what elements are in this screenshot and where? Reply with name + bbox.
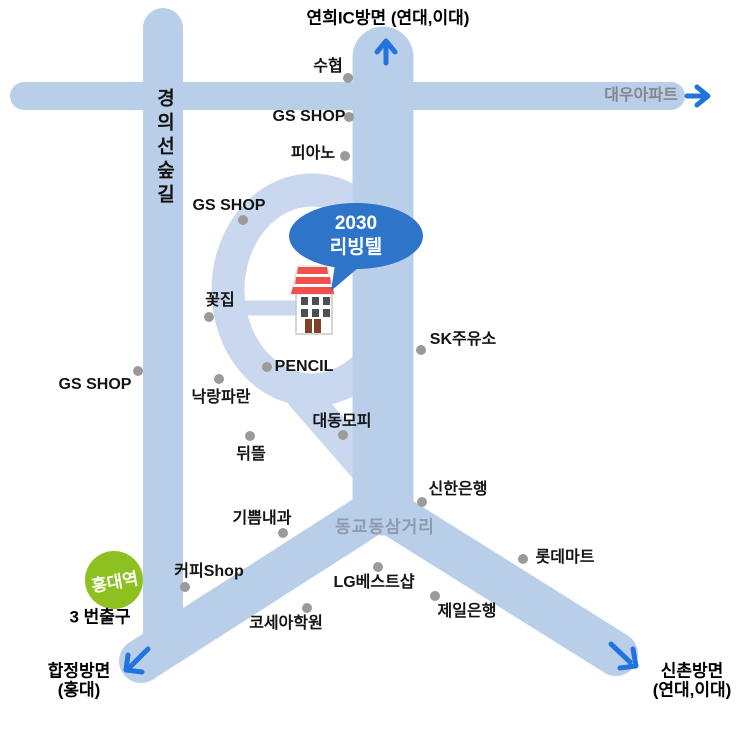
destination-line2: 리빙텔: [329, 237, 383, 258]
poi-label-flower-shop: 꽃집: [205, 292, 235, 310]
poi-dot-lotte-mart: [518, 554, 528, 564]
southeast-line1: 신촌방면: [660, 661, 724, 681]
poi-label-suhyup: 수협: [313, 58, 343, 76]
poi-dot-jeil-bank: [430, 591, 440, 601]
poi-label-piano: 피아노: [290, 145, 336, 163]
house-icon: [290, 265, 335, 335]
southeast-line2: (연대,이대): [652, 680, 732, 699]
poi-dot-daedong-mopi: [338, 430, 348, 440]
direction-east-label: 대우아파트: [604, 87, 678, 105]
destination-balloon-text: 2030 리빙텔: [330, 212, 382, 260]
station-name: 홍대역: [89, 568, 140, 596]
poi-label-gs-shop-top: GS SHOP: [272, 108, 346, 126]
forest-path-road-label: 경의선숲길: [153, 88, 175, 208]
poi-label-gs-shop-mid: GS SHOP: [192, 197, 266, 215]
station-badge: 홍대역: [85, 551, 143, 609]
station-exit-label: 3 번출구: [69, 607, 131, 627]
southeast-road: [364, 488, 638, 676]
poi-label-lg-best-shop: LG베스트샵: [333, 574, 415, 592]
direction-north-label: 연희IC방면 (연대,이대): [306, 8, 470, 28]
poi-dot-shinhan-bank: [417, 497, 427, 507]
arrow-southwest-icon: [123, 646, 151, 675]
poi-label-dwitteul: 뒤뜰: [236, 446, 266, 464]
poi-label-lotte-mart: 롯데마트: [535, 549, 595, 567]
poi-label-coffee-shop: 커피Shop: [174, 563, 244, 581]
southwest-road: [119, 486, 402, 683]
poi-label-gippeum-clinic: 기쁨내과: [232, 510, 292, 528]
poi-dot-coffee-shop: [180, 582, 190, 592]
poi-dot-dwitteul: [245, 431, 255, 441]
poi-label-nakrang-paran: 낙랑파란: [191, 389, 251, 407]
poi-dot-lg-best-shop: [373, 562, 383, 572]
poi-dot-nakrang-paran: [214, 374, 224, 384]
poi-label-shinhan-bank: 신한은행: [428, 481, 488, 499]
arrow-north-icon: [374, 38, 398, 66]
southwest-line1: 합정방면: [47, 661, 111, 681]
poi-label-jeil-bank: 제일은행: [437, 603, 497, 621]
main-roads: [10, 8, 685, 683]
destination-line1: 2030: [334, 213, 378, 234]
poi-dot-gs-shop-top: [344, 112, 354, 122]
direction-southeast-label: 신촌방면 (연대,이대): [653, 662, 732, 699]
poi-dot-piano: [340, 151, 350, 161]
direction-southwest-label: 합정방면 (홍대): [48, 662, 111, 699]
junction-label: 동교동삼거리: [335, 517, 435, 537]
poi-dot-gs-shop-left: [133, 366, 143, 376]
poi-dot-flower-shop: [204, 312, 214, 322]
arrow-southeast-icon: [608, 641, 639, 671]
arrow-east-icon: [684, 84, 711, 108]
poi-label-sk-gas-station: SK주유소: [429, 331, 497, 349]
poi-dot-gippeum-clinic: [278, 528, 288, 538]
southwest-line2: (홍대): [57, 680, 101, 699]
poi-label-daedong-mopi: 대동모피: [312, 413, 372, 431]
poi-label-pencil: PENCIL: [274, 358, 334, 376]
poi-dot-pencil: [262, 362, 272, 372]
poi-label-gs-shop-left: GS SHOP: [58, 376, 132, 394]
poi-dot-gs-shop-mid: [238, 215, 248, 225]
poi-dot-kosea-academy: [302, 603, 312, 613]
destination-balloon: [289, 203, 423, 291]
poi-dot-suhyup: [343, 73, 353, 83]
poi-dot-sk-gas-station: [416, 345, 426, 355]
poi-label-kosea-academy: 코세아학원: [249, 615, 323, 633]
